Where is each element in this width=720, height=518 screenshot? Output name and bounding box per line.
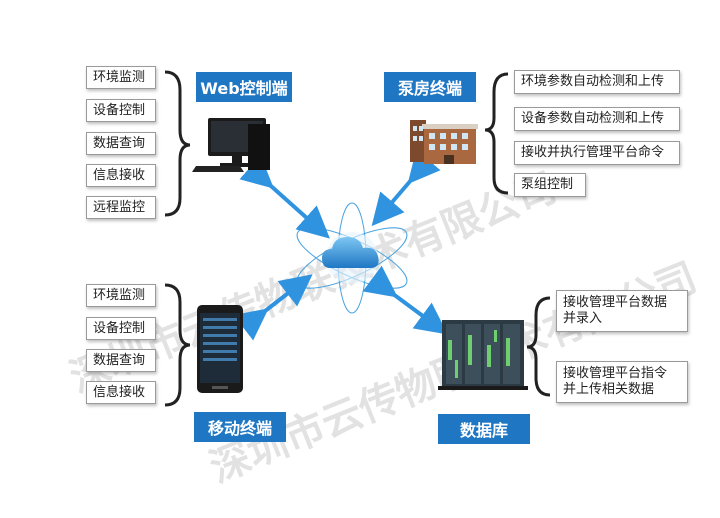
web-item: 数据查询: [86, 132, 156, 155]
mobile-item: 环境监测: [86, 284, 156, 307]
mobile-item: 信息接收: [86, 381, 156, 404]
building-icon: [410, 120, 478, 164]
arrow-db-cloud: [362, 265, 448, 335]
brace-db: [526, 296, 551, 397]
web-terminal-title: Web控制端: [196, 72, 292, 102]
pump-item: 环境参数自动检测和上传: [514, 70, 680, 94]
brace-mobile: [164, 283, 191, 407]
database-title: 数据库: [438, 414, 530, 444]
pump-item: 设备参数自动检测和上传: [514, 107, 680, 131]
pump-item: 接收并执行管理平台命令: [514, 141, 680, 165]
web-item: 设备控制: [86, 99, 156, 122]
web-item: 环境监测: [86, 66, 156, 89]
db-item: 接收管理平台数据 并录入: [556, 290, 688, 332]
brace-pump: [484, 72, 509, 195]
pump-room-terminal-title: 泵房终端: [384, 72, 476, 102]
mobile-item: 设备控制: [86, 317, 156, 340]
phone-icon: [197, 305, 243, 393]
brace-web: [164, 70, 191, 217]
arrow-mobile-cloud: [233, 274, 313, 341]
server-rack-icon: [438, 320, 528, 390]
computer-icon: [192, 118, 270, 172]
pump-item: 泵组控制: [514, 173, 586, 197]
mobile-terminal-title: 移动终端: [194, 412, 286, 442]
arrow-pump-cloud: [371, 149, 441, 227]
web-item: 信息接收: [86, 164, 156, 187]
mobile-item: 数据查询: [86, 349, 156, 372]
arrow-web-cloud: [239, 155, 330, 239]
web-item: 远程监控: [86, 196, 156, 219]
db-item: 接收管理平台指令 并上传相关数据: [556, 361, 688, 403]
